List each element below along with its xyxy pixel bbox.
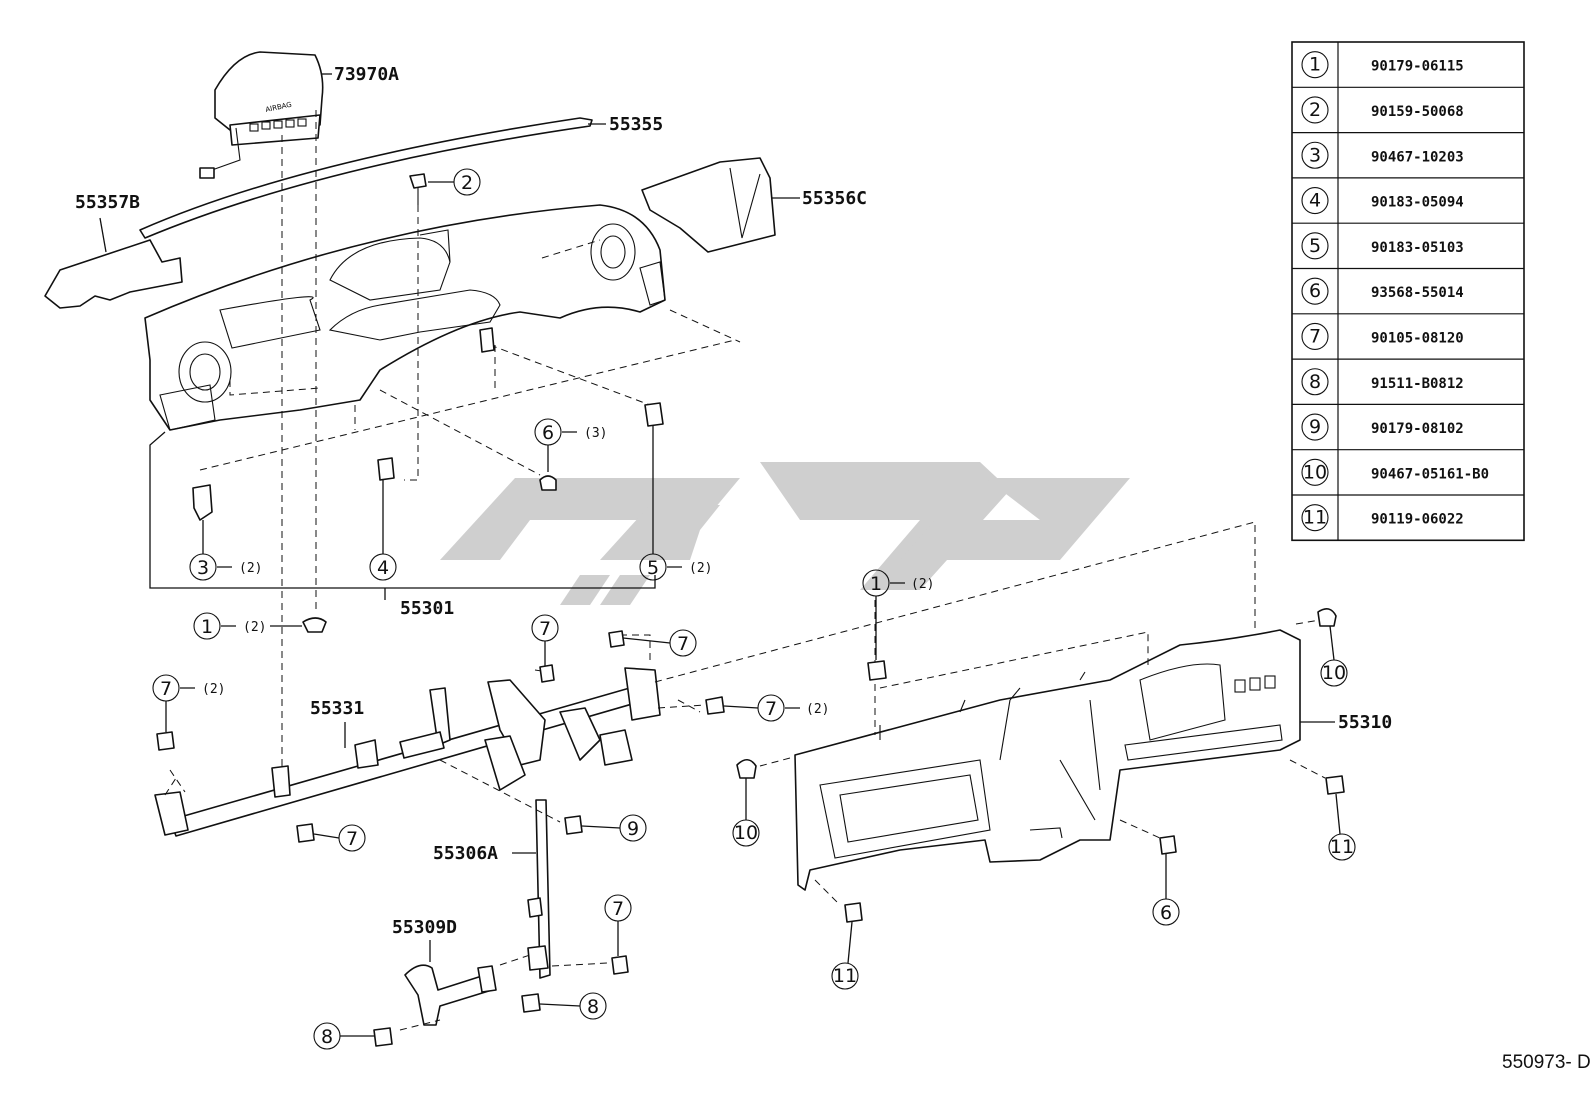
legend-part-number: 90119-06022: [1371, 512, 1464, 528]
callout-10-right: 10: [1322, 662, 1346, 684]
callout-8-right: 8: [587, 996, 599, 1018]
legend-part-number: 90179-08102: [1371, 421, 1464, 437]
legend-part-number: 93568-55014: [1371, 285, 1464, 301]
callout-11-right: 11: [1330, 836, 1354, 858]
callout-4: 4: [377, 557, 389, 579]
legend-number: 4: [1309, 190, 1321, 212]
fasteners: [156, 608, 1345, 1047]
callout-7-top: 7: [539, 618, 551, 640]
callout-6-upper: 6: [542, 422, 554, 444]
legend-number-circle: [1301, 51, 1329, 79]
airbag-assembly: AIRBAG 73970A: [199, 51, 399, 179]
legend-part-number: 90105-08120: [1371, 330, 1464, 346]
defroster-strip: 55355: [139, 114, 663, 239]
qty-3: (2): [239, 561, 262, 576]
legend-number-circle: [1301, 504, 1329, 532]
legend-number-circle: [1301, 141, 1329, 169]
right-insulator-pad: 55356C: [641, 157, 867, 253]
legend-number-circle: [1301, 368, 1329, 396]
instrument-panel: 55301: [144, 204, 666, 619]
legend-number-circle: [1301, 232, 1329, 260]
qty-7-mid: (2): [806, 702, 829, 717]
label-55357B: 55357B: [75, 192, 140, 213]
label-55331: 55331: [310, 698, 364, 719]
brace: 55306A: [433, 799, 551, 979]
panel-frame: 55310: [794, 629, 1392, 891]
callouts: 2 6 (3) 3 (2) 4 5 (2) 1 (2) 7 7 7 (2) 7 …: [152, 168, 1356, 1050]
callout-8-left: 8: [321, 1026, 333, 1048]
legend-number-circle: [1301, 96, 1329, 124]
label-55356C: 55356C: [802, 188, 867, 209]
legend-number: 2: [1309, 99, 1321, 121]
legend-part-number: 90183-05103: [1371, 240, 1464, 256]
legend-number-circle: [1301, 277, 1329, 305]
guide-lines-upper: [199, 110, 741, 790]
diagram-code: 550973- D: [1502, 1052, 1591, 1073]
qty-6-upper: (3): [584, 426, 607, 441]
parts-legend-table: 1 90179-06115 2 90159-50068 3 90467-10203 4 901…: [1291, 41, 1525, 542]
callout-7-mid: 7: [765, 698, 777, 720]
callout-7-right: 7: [677, 633, 689, 655]
legend-border: [1291, 41, 1525, 542]
callout-7-lower: 7: [612, 898, 624, 920]
legend-number: 6: [1309, 280, 1321, 302]
legend-number-circle: [1301, 413, 1329, 441]
legend-number: 8: [1309, 371, 1321, 393]
left-insulator-pad: 55357B: [44, 192, 183, 309]
label-55301: 55301: [400, 598, 454, 619]
callout-1-left: 1: [201, 616, 213, 638]
legend-number-circle: [1301, 458, 1329, 486]
legend-number: 1: [1309, 54, 1321, 76]
legend-part-number: 90467-10203: [1371, 149, 1464, 165]
bracket: 55309D: [392, 917, 497, 1026]
label-55306A: 55306A: [433, 843, 498, 864]
callout-10-left: 10: [734, 822, 758, 844]
legend-number: 9: [1309, 416, 1321, 438]
label-55310: 55310: [1338, 712, 1392, 733]
callout-5: 5: [647, 557, 659, 579]
legend-part-number: 90159-50068: [1371, 104, 1464, 120]
clip-parts: [192, 173, 664, 633]
qty-1-left: (2): [243, 620, 266, 635]
qty-5: (2): [689, 561, 712, 576]
legend-part-number: 90183-05094: [1371, 195, 1464, 211]
callout-2: 2: [461, 172, 473, 194]
legend-number: 7: [1309, 325, 1321, 347]
callout-6-lower: 6: [1160, 902, 1172, 924]
legend-part-number: 90467-05161-B0: [1371, 466, 1489, 482]
callout-3: 3: [197, 557, 209, 579]
legend-number-circle: [1301, 187, 1329, 215]
callout-1-right: 1: [870, 573, 882, 595]
callout-7-bottom: 7: [346, 828, 358, 850]
legend-number: 5: [1309, 235, 1321, 257]
qty-1-right: (2): [911, 577, 934, 592]
label-55355: 55355: [609, 114, 663, 135]
callout-11-bottom: 11: [833, 965, 857, 987]
callout-7-left: 7: [160, 678, 172, 700]
legend-number: 11: [1303, 507, 1327, 529]
legend-number: 3: [1309, 144, 1321, 166]
guide-lines-lower: [164, 521, 1326, 1031]
watermark-logo: [440, 462, 1130, 605]
label-55309D: 55309D: [392, 917, 457, 938]
legend-part-number: 90179-06115: [1371, 59, 1464, 75]
callout-9: 9: [627, 818, 639, 840]
legend-part-number: 91511-B0812: [1371, 376, 1464, 392]
label-73970A: 73970A: [334, 64, 399, 85]
legend-number-circle: [1301, 322, 1329, 351]
qty-7-left: (2): [202, 682, 225, 697]
reinforcement-beam: 55331: [154, 667, 661, 837]
legend-number: 10: [1303, 461, 1327, 483]
